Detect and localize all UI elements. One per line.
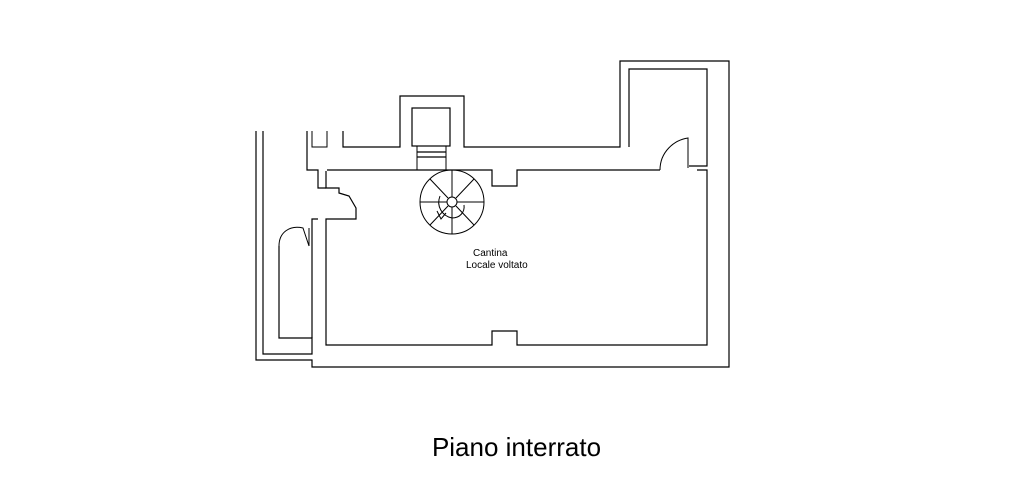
spiral-staircase	[419, 169, 485, 235]
left-corridor-top	[306, 131, 326, 189]
north-inner-wall	[327, 169, 660, 187]
room-name: Cantina	[473, 248, 508, 259]
left-column-a	[311, 131, 328, 148]
plan-caption: Piano interrato	[431, 432, 602, 462]
tower-door-swing	[659, 137, 689, 171]
outer-wall	[255, 60, 730, 368]
plan-caption-wrapper: Piano interrato	[0, 432, 1026, 463]
shaft	[411, 107, 451, 147]
left-corridor-wall	[262, 131, 313, 355]
room-description: Locale voltato	[466, 260, 528, 271]
tower-inner-wall	[628, 68, 708, 167]
cantina-inner-wall	[325, 169, 708, 346]
left-corridor-inner-wall	[311, 218, 318, 338]
corridor-door-swing	[278, 226, 310, 247]
